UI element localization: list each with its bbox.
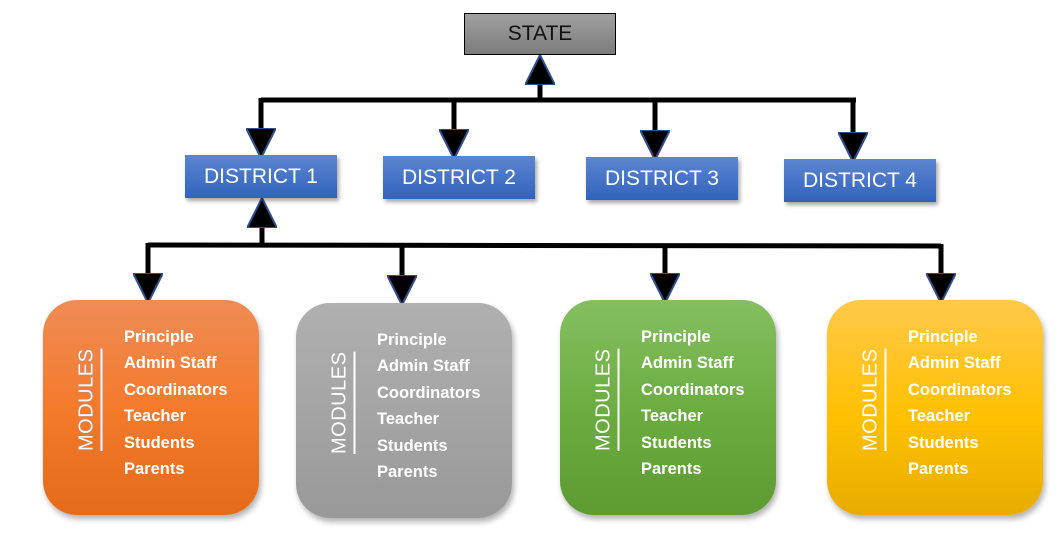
district-2-node: DISTRICT 2 (383, 156, 535, 199)
modules-label: MODULES (592, 348, 615, 452)
list-item: Coordinators (641, 380, 745, 399)
list-item: Admin Staff (377, 357, 470, 376)
modules-label: MODULES (328, 351, 351, 455)
module-box-yellow: MODULES Principle Admin Staff Coordinato… (827, 300, 1043, 515)
list-item: Teacher (641, 407, 704, 426)
bottom-bus-line (147, 242, 942, 249)
list-item: Teacher (908, 407, 971, 426)
modules-label: MODULES (859, 348, 882, 452)
list-item: Principle (908, 328, 978, 346)
module-box-orange: MODULES Principle Admin Staff Coordinato… (43, 300, 259, 515)
list-item: Admin Staff (641, 354, 734, 373)
list-item: Students (908, 433, 979, 452)
list-item: Parents (124, 460, 185, 479)
list-item: Students (641, 433, 712, 452)
district-4-node: DISTRICT 4 (784, 159, 936, 202)
list-item: Admin Staff (908, 354, 1001, 373)
list-item: Principle (124, 328, 194, 346)
list-item: Admin Staff (124, 354, 217, 373)
state-node: STATE (464, 13, 616, 55)
list-item: Coordinators (377, 383, 481, 402)
list-item: Coordinators (908, 380, 1012, 399)
module-list: Principle Admin Staff Coordinators Teach… (641, 324, 745, 482)
list-item: Coordinators (124, 380, 228, 399)
list-item: Parents (377, 463, 438, 482)
district-3-node: DISTRICT 3 (586, 157, 738, 200)
module-list: Principle Admin Staff Coordinators Teach… (124, 324, 228, 482)
list-item: Principle (641, 328, 711, 346)
list-item: Parents (641, 460, 702, 479)
list-item: Principle (377, 331, 447, 349)
list-item: Students (377, 436, 448, 455)
district-1-node: DISTRICT 1 (185, 155, 337, 198)
list-item: Teacher (377, 410, 440, 429)
module-box-gray: MODULES Principle Admin Staff Coordinato… (296, 303, 512, 518)
modules-label: MODULES (75, 348, 98, 452)
list-item: Students (124, 433, 195, 452)
module-box-green: MODULES Principle Admin Staff Coordinato… (560, 300, 776, 515)
list-item: Teacher (124, 407, 187, 426)
list-item: Parents (908, 460, 969, 479)
module-list: Principle Admin Staff Coordinators Teach… (908, 324, 1012, 482)
module-list: Principle Admin Staff Coordinators Teach… (377, 327, 481, 485)
